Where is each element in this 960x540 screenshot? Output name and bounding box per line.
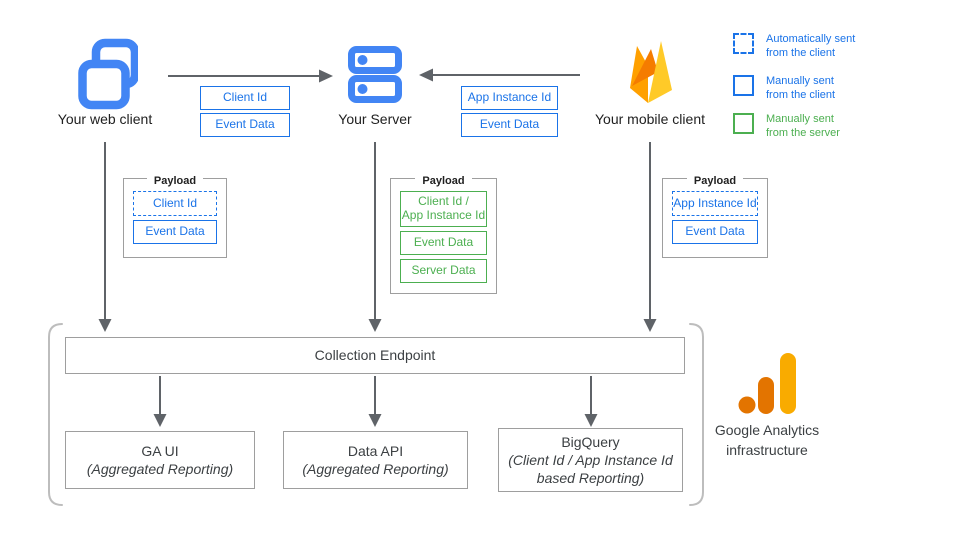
data-api-subtitle: (Aggregated Reporting) (302, 461, 449, 477)
overlapping-windows-icon (78, 38, 138, 110)
legend-item-manual-server: Manually sent from the server (733, 113, 943, 141)
arrow-endpoint-to-dataapi (368, 376, 382, 427)
payload-item-event-data: Event Data (400, 231, 487, 255)
arrow-mobile-to-server (419, 68, 580, 82)
edge-label-event-data-web: Event Data (200, 113, 290, 137)
right-bracket (689, 323, 704, 506)
arrow-web-to-server (168, 69, 333, 83)
payload-item-client-id: Client Id (133, 191, 217, 216)
bigquery-box: BigQuery (Client Id / App Instance Id ba… (498, 428, 683, 492)
server-label: Your Server (338, 111, 412, 127)
payload-item-event-data: Event Data (133, 220, 217, 244)
server-stack-icon (348, 46, 402, 103)
payload-box-server: Payload Client Id / App Instance Id Even… (390, 175, 497, 294)
collection-endpoint-box: Collection Endpoint (65, 337, 685, 374)
bigquery-title: BigQuery (561, 433, 620, 450)
server-node (347, 45, 403, 105)
ga-ui-subtitle: (Aggregated Reporting) (86, 461, 234, 477)
arrow-server-to-endpoint (368, 142, 382, 332)
mobile-client-label: Your mobile client (595, 111, 705, 127)
solid-blue-swatch-icon (733, 75, 754, 96)
arrow-mobile-to-endpoint (643, 142, 657, 332)
payload-box-mobile: Payload App Instance Id Event Data (662, 175, 768, 258)
payload-item-app-instance-id: App Instance Id (672, 191, 758, 216)
solid-green-swatch-icon (733, 113, 754, 134)
payload-item-server-data: Server Data (400, 259, 487, 283)
arrow-web-to-endpoint (98, 142, 112, 332)
firebase-flame-icon (630, 41, 672, 103)
payload-item-client-or-app-id: Client Id / App Instance Id (400, 191, 487, 227)
payload-item-event-data: Event Data (672, 220, 758, 244)
arrow-endpoint-to-bigquery (584, 376, 598, 427)
legend-label: Manually sent from the server (766, 113, 840, 139)
payload-title: Payload (391, 171, 496, 189)
ga-ui-title: GA UI (141, 442, 179, 459)
ga-ui-box: GA UI (Aggregated Reporting) (65, 431, 255, 489)
payload-title: Payload (124, 171, 226, 189)
data-api-title: Data API (347, 442, 404, 459)
infrastructure-caption: Google Analytics infrastructure (714, 422, 820, 458)
mobile-client-node (622, 36, 678, 106)
legend-item-auto-client: Automatically sent from the client (733, 33, 943, 61)
legend-label: Automatically sent from the client (766, 33, 856, 59)
legend-label: Manually sent from the client (766, 75, 836, 101)
collection-endpoint-label: Collection Endpoint (314, 347, 436, 364)
legend-item-manual-client: Manually sent from the client (733, 75, 943, 103)
arrow-endpoint-to-gaui (153, 376, 167, 427)
web-client-node (78, 38, 138, 110)
dashed-blue-swatch-icon (733, 33, 754, 54)
payload-box-web: Payload Client Id Event Data (123, 175, 227, 258)
data-api-box: Data API (Aggregated Reporting) (283, 431, 468, 489)
google-analytics-logo-icon (738, 353, 796, 414)
left-bracket (48, 323, 63, 506)
edge-label-app-instance-id: App Instance Id (461, 86, 558, 110)
edge-label-client-id: Client Id (200, 86, 290, 110)
payload-title: Payload (663, 171, 767, 189)
edge-label-event-data-mobile: Event Data (461, 113, 558, 137)
bigquery-subtitle: (Client Id / App Instance Id based Repor… (508, 451, 673, 487)
web-client-label: Your web client (57, 111, 153, 127)
google-analytics-logo (730, 350, 800, 415)
